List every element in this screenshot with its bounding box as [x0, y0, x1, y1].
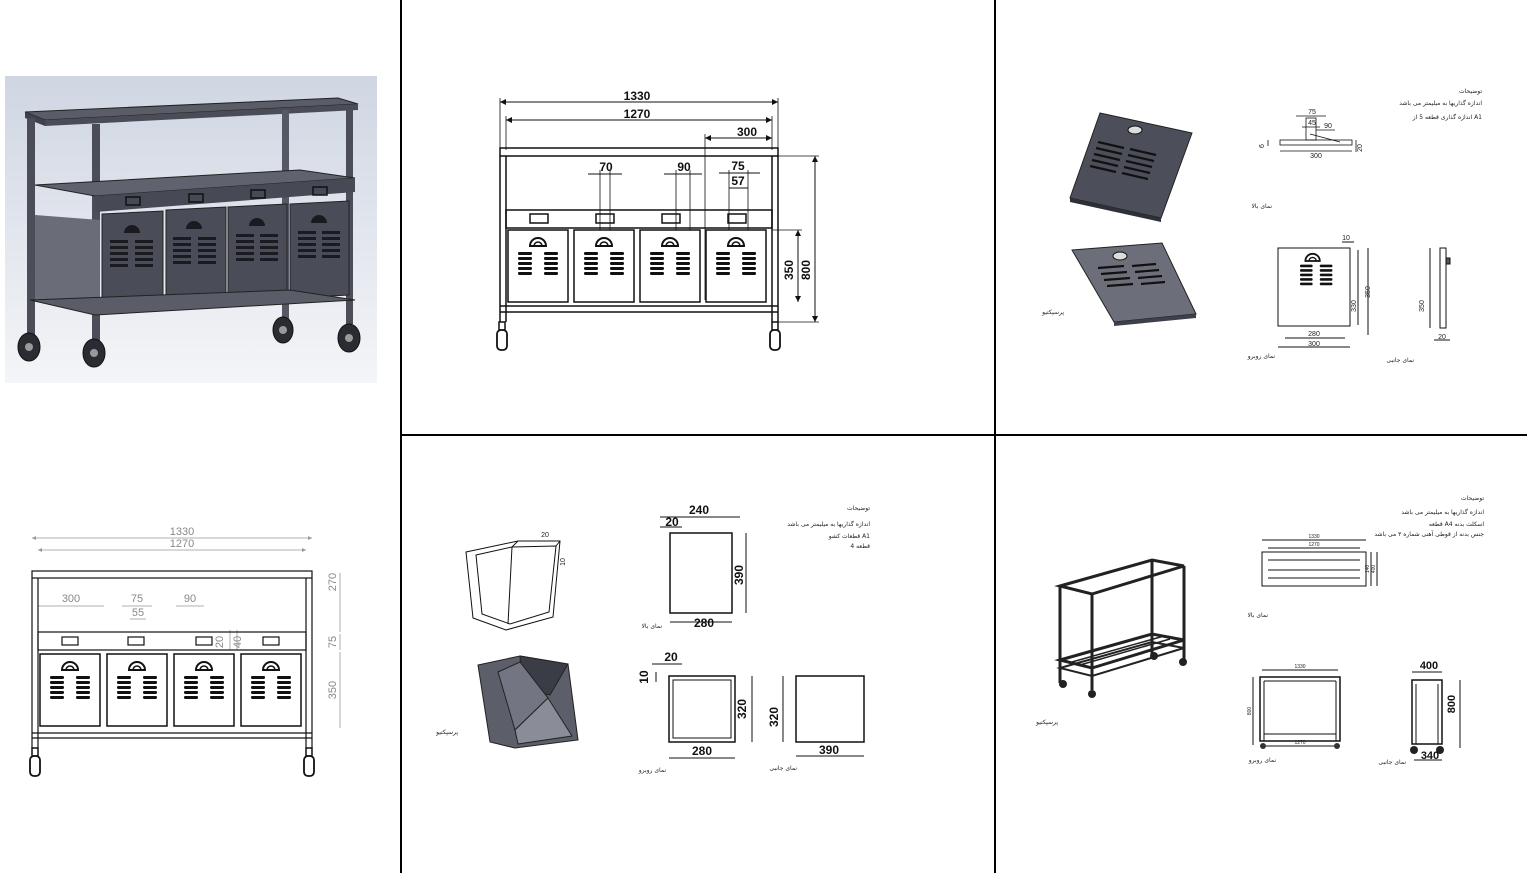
- svg-text:پرسپکتیو: پرسپکتیو: [1041, 309, 1064, 316]
- svg-text:75: 75: [731, 159, 745, 173]
- svg-text:10: 10: [637, 670, 651, 684]
- svg-text:300: 300: [62, 593, 80, 605]
- svg-text:اندازه گذاریها به میلیمتر می ب: اندازه گذاریها به میلیمتر می باشد: [1399, 99, 1482, 107]
- svg-text:90: 90: [1324, 123, 1332, 130]
- front-view-drawers: [496, 230, 781, 351]
- svg-text:اندازه گذاریها به میلیمتر می ب: اندازه گذاریها به میلیمتر می باشد: [1401, 508, 1484, 516]
- svg-text:1270: 1270: [1294, 740, 1305, 746]
- lid-panel: توضیحات اندازه گذاریها به میلیمتر می باش…: [1041, 88, 1482, 364]
- svg-text:قطعات کشو A1: قطعات کشو A1: [828, 533, 870, 540]
- svg-text:1270: 1270: [170, 538, 194, 550]
- svg-text:نمای روبرو: نمای روبرو: [638, 767, 667, 774]
- front-thin-panel: 1330 1270 300 75 55 90 270 75 350 20 40: [29, 526, 341, 777]
- svg-text:1330: 1330: [170, 526, 194, 538]
- svg-text:350: 350: [1365, 286, 1372, 298]
- svg-text:280: 280: [692, 744, 712, 758]
- svg-text:20: 20: [1438, 334, 1446, 341]
- svg-text:پرسپکتیو: پرسپکتیو: [1035, 719, 1058, 726]
- svg-text:300: 300: [1308, 341, 1320, 348]
- svg-text:توضیحات: توضیحات: [1461, 495, 1484, 502]
- svg-text:280: 280: [694, 616, 714, 630]
- svg-text:240: 240: [689, 503, 709, 517]
- svg-text:800: 800: [1247, 707, 1253, 716]
- svg-text:40: 40: [232, 636, 244, 648]
- svg-text:300: 300: [737, 125, 757, 139]
- svg-text:نمای روبرو: نمای روبرو: [1247, 353, 1276, 360]
- svg-text:توضیحات: توضیحات: [1459, 88, 1482, 95]
- svg-text:45: 45: [1308, 120, 1316, 127]
- svg-text:نمای بالا: نمای بالا: [1252, 203, 1273, 210]
- frame-panel: توضیحات اندازه گذاریها به میلیمتر می باش…: [1035, 495, 1484, 766]
- svg-text:قطعه A4 اسکلت بدنه: قطعه A4 اسکلت بدنه: [1429, 521, 1484, 528]
- svg-text:70: 70: [599, 160, 613, 174]
- svg-text:جنس بدنه از قوطی آهنی شماره ۳: جنس بدنه از قوطی آهنی شماره ۳ می باشد: [1374, 529, 1484, 538]
- svg-text:300: 300: [1310, 153, 1322, 160]
- svg-text:350: 350: [782, 260, 796, 280]
- svg-text:320: 320: [735, 699, 749, 719]
- svg-text:400: 400: [1420, 660, 1438, 672]
- svg-text:نمای جانبی: نمای جانبی: [769, 765, 797, 772]
- svg-text:20: 20: [541, 532, 549, 539]
- svg-text:90: 90: [184, 593, 196, 605]
- svg-text:340: 340: [1421, 750, 1439, 762]
- svg-text:55: 55: [132, 607, 144, 619]
- svg-text:800: 800: [799, 260, 813, 280]
- svg-text:57: 57: [731, 174, 745, 188]
- svg-text:270: 270: [327, 573, 339, 591]
- svg-text:اندازه گذاری قطعه 5 از A1: اندازه گذاری قطعه 5 از A1: [1412, 113, 1482, 121]
- svg-text:75: 75: [131, 593, 143, 605]
- svg-text:1330: 1330: [1294, 664, 1305, 670]
- svg-text:20: 20: [665, 515, 679, 529]
- svg-text:20: 20: [664, 650, 678, 664]
- svg-text:280: 280: [1308, 331, 1320, 338]
- svg-text:پرسپکتیو: پرسپکتیو: [435, 729, 458, 736]
- svg-text:75: 75: [1308, 109, 1316, 116]
- svg-text:90: 90: [677, 160, 691, 174]
- svg-text:6: 6: [1259, 144, 1266, 148]
- front-view-dimensions: 1330 1270 300 70 90 75 57 350 800: [599, 89, 813, 280]
- svg-text:140: 140: [1365, 565, 1371, 574]
- svg-text:نمای جانبی: نمای جانبی: [1378, 759, 1406, 766]
- svg-text:10: 10: [1342, 235, 1350, 242]
- svg-text:20: 20: [1357, 144, 1364, 152]
- svg-text:توضیحات: توضیحات: [847, 505, 870, 512]
- svg-text:نمای جانبی: نمای جانبی: [1386, 357, 1414, 364]
- svg-text:نمای بالا: نمای بالا: [1248, 612, 1269, 619]
- svg-text:10: 10: [560, 558, 567, 566]
- svg-text:390: 390: [819, 743, 839, 757]
- svg-text:330: 330: [1351, 300, 1358, 312]
- svg-text:1330: 1330: [1308, 534, 1319, 540]
- svg-text:800: 800: [1446, 695, 1458, 713]
- svg-text:1270: 1270: [624, 107, 651, 121]
- front-view-panel: [499, 98, 819, 323]
- svg-text:اندازه گذاریها به میلیمتر می ب: اندازه گذاریها به میلیمتر می باشد: [787, 520, 870, 528]
- svg-text:350: 350: [1419, 300, 1426, 312]
- svg-text:350: 350: [327, 681, 339, 699]
- svg-text:320: 320: [767, 707, 781, 727]
- svg-text:نمای بالا: نمای بالا: [642, 623, 663, 630]
- render-3d-panel: [5, 76, 377, 383]
- drawer-box-panel: توضیحات اندازه گذاریها به میلیمتر می باش…: [435, 503, 870, 774]
- svg-text:نمای روبرو: نمای روبرو: [1248, 757, 1277, 764]
- svg-text:390: 390: [732, 565, 746, 585]
- svg-text:1270: 1270: [1308, 542, 1319, 548]
- svg-text:20: 20: [214, 636, 226, 648]
- svg-text:75: 75: [327, 636, 339, 648]
- svg-text:1330: 1330: [624, 89, 651, 103]
- svg-text:قطعه 4: قطعه 4: [850, 543, 870, 550]
- svg-text:400: 400: [1371, 565, 1377, 574]
